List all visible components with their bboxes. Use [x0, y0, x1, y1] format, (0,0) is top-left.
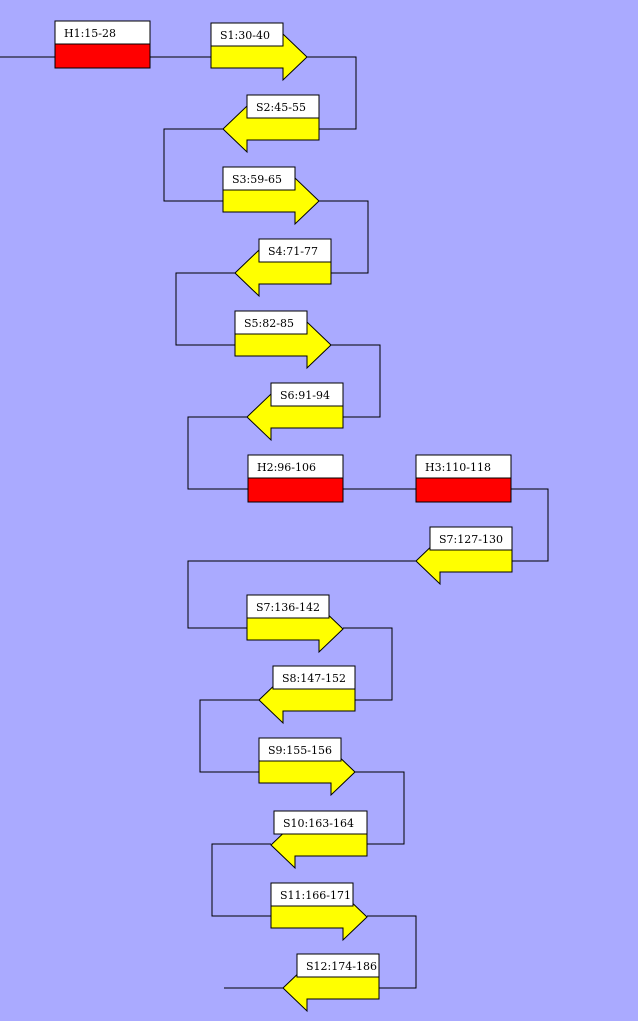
label-box [222, 166, 296, 191]
strand-s2: S2:45-55 [222, 94, 320, 154]
strand-s7a: S7:127-130 [415, 526, 513, 586]
strand-s12: S12:174-186 [282, 953, 380, 1013]
element-label: H2:96-106 [257, 461, 316, 474]
element-label: S5:82-85 [244, 317, 294, 330]
element-label: S7:127-130 [439, 533, 503, 546]
label-box [258, 737, 342, 762]
connector-line [367, 915, 417, 989]
element-label: S9:155-156 [268, 744, 332, 757]
strand-s9: S9:155-156 [258, 737, 356, 797]
connector-line [175, 272, 235, 346]
element-label: S4:71-77 [268, 245, 318, 258]
label-box [415, 454, 512, 479]
element-label: S7:136-142 [256, 601, 320, 614]
label-box [247, 454, 344, 479]
strand-s10: S10:163-164 [270, 810, 368, 870]
strand-s11: S11:166-171 [270, 882, 368, 942]
strand-s3: S3:59-65 [222, 166, 320, 226]
connector-line [511, 488, 549, 562]
connector-line [307, 56, 357, 130]
helix-h3: H3:110-118 [415, 454, 512, 503]
helix-h2: H2:96-106 [247, 454, 344, 503]
helix-h1: H1:15-28 [54, 20, 151, 69]
label-box [296, 953, 380, 978]
element-label: S2:45-55 [256, 101, 306, 114]
element-label: S8:147-152 [282, 672, 346, 685]
connector-line [319, 200, 369, 274]
label-box [246, 594, 330, 619]
strand-s6: S6:91-94 [246, 382, 344, 442]
strand-s1: S1:30-40 [210, 22, 308, 82]
element-label: S11:166-171 [280, 889, 351, 902]
secondary-structure-elements: H1:15-28 S1:30-40S2:45-55S3:59-65S4:71-77… [54, 20, 513, 1013]
helix-box [247, 477, 344, 503]
element-label: S1:30-40 [220, 29, 270, 42]
connector-line [343, 627, 393, 701]
label-box [270, 882, 354, 907]
element-label: H1:15-28 [64, 27, 116, 40]
label-box [272, 665, 356, 690]
label-box [54, 20, 151, 45]
connector-line [199, 699, 259, 773]
strand-s5: S5:82-85 [234, 310, 332, 370]
connector-line [187, 416, 248, 490]
connector-line [331, 344, 381, 418]
connector-line [163, 128, 223, 202]
helix-box [54, 43, 151, 69]
label-box [210, 22, 284, 47]
label-box [273, 810, 368, 835]
connector-line [187, 560, 416, 629]
element-label: H3:110-118 [425, 461, 491, 474]
helix-box [415, 477, 512, 503]
label-box [246, 94, 320, 119]
element-label: S6:91-94 [280, 389, 330, 402]
element-label: S12:174-186 [306, 960, 377, 973]
strand-s7b: S7:136-142 [246, 594, 344, 654]
label-box [429, 526, 513, 551]
element-label: S10:163-164 [283, 817, 354, 830]
label-box [234, 310, 308, 335]
element-label: S3:59-65 [232, 173, 282, 186]
label-box [270, 382, 344, 407]
strand-s8: S8:147-152 [258, 665, 356, 725]
connector-lines [0, 56, 549, 989]
connector-line [211, 843, 271, 917]
connector-line [355, 771, 405, 845]
strand-s4: S4:71-77 [234, 238, 332, 298]
label-box [258, 238, 332, 263]
